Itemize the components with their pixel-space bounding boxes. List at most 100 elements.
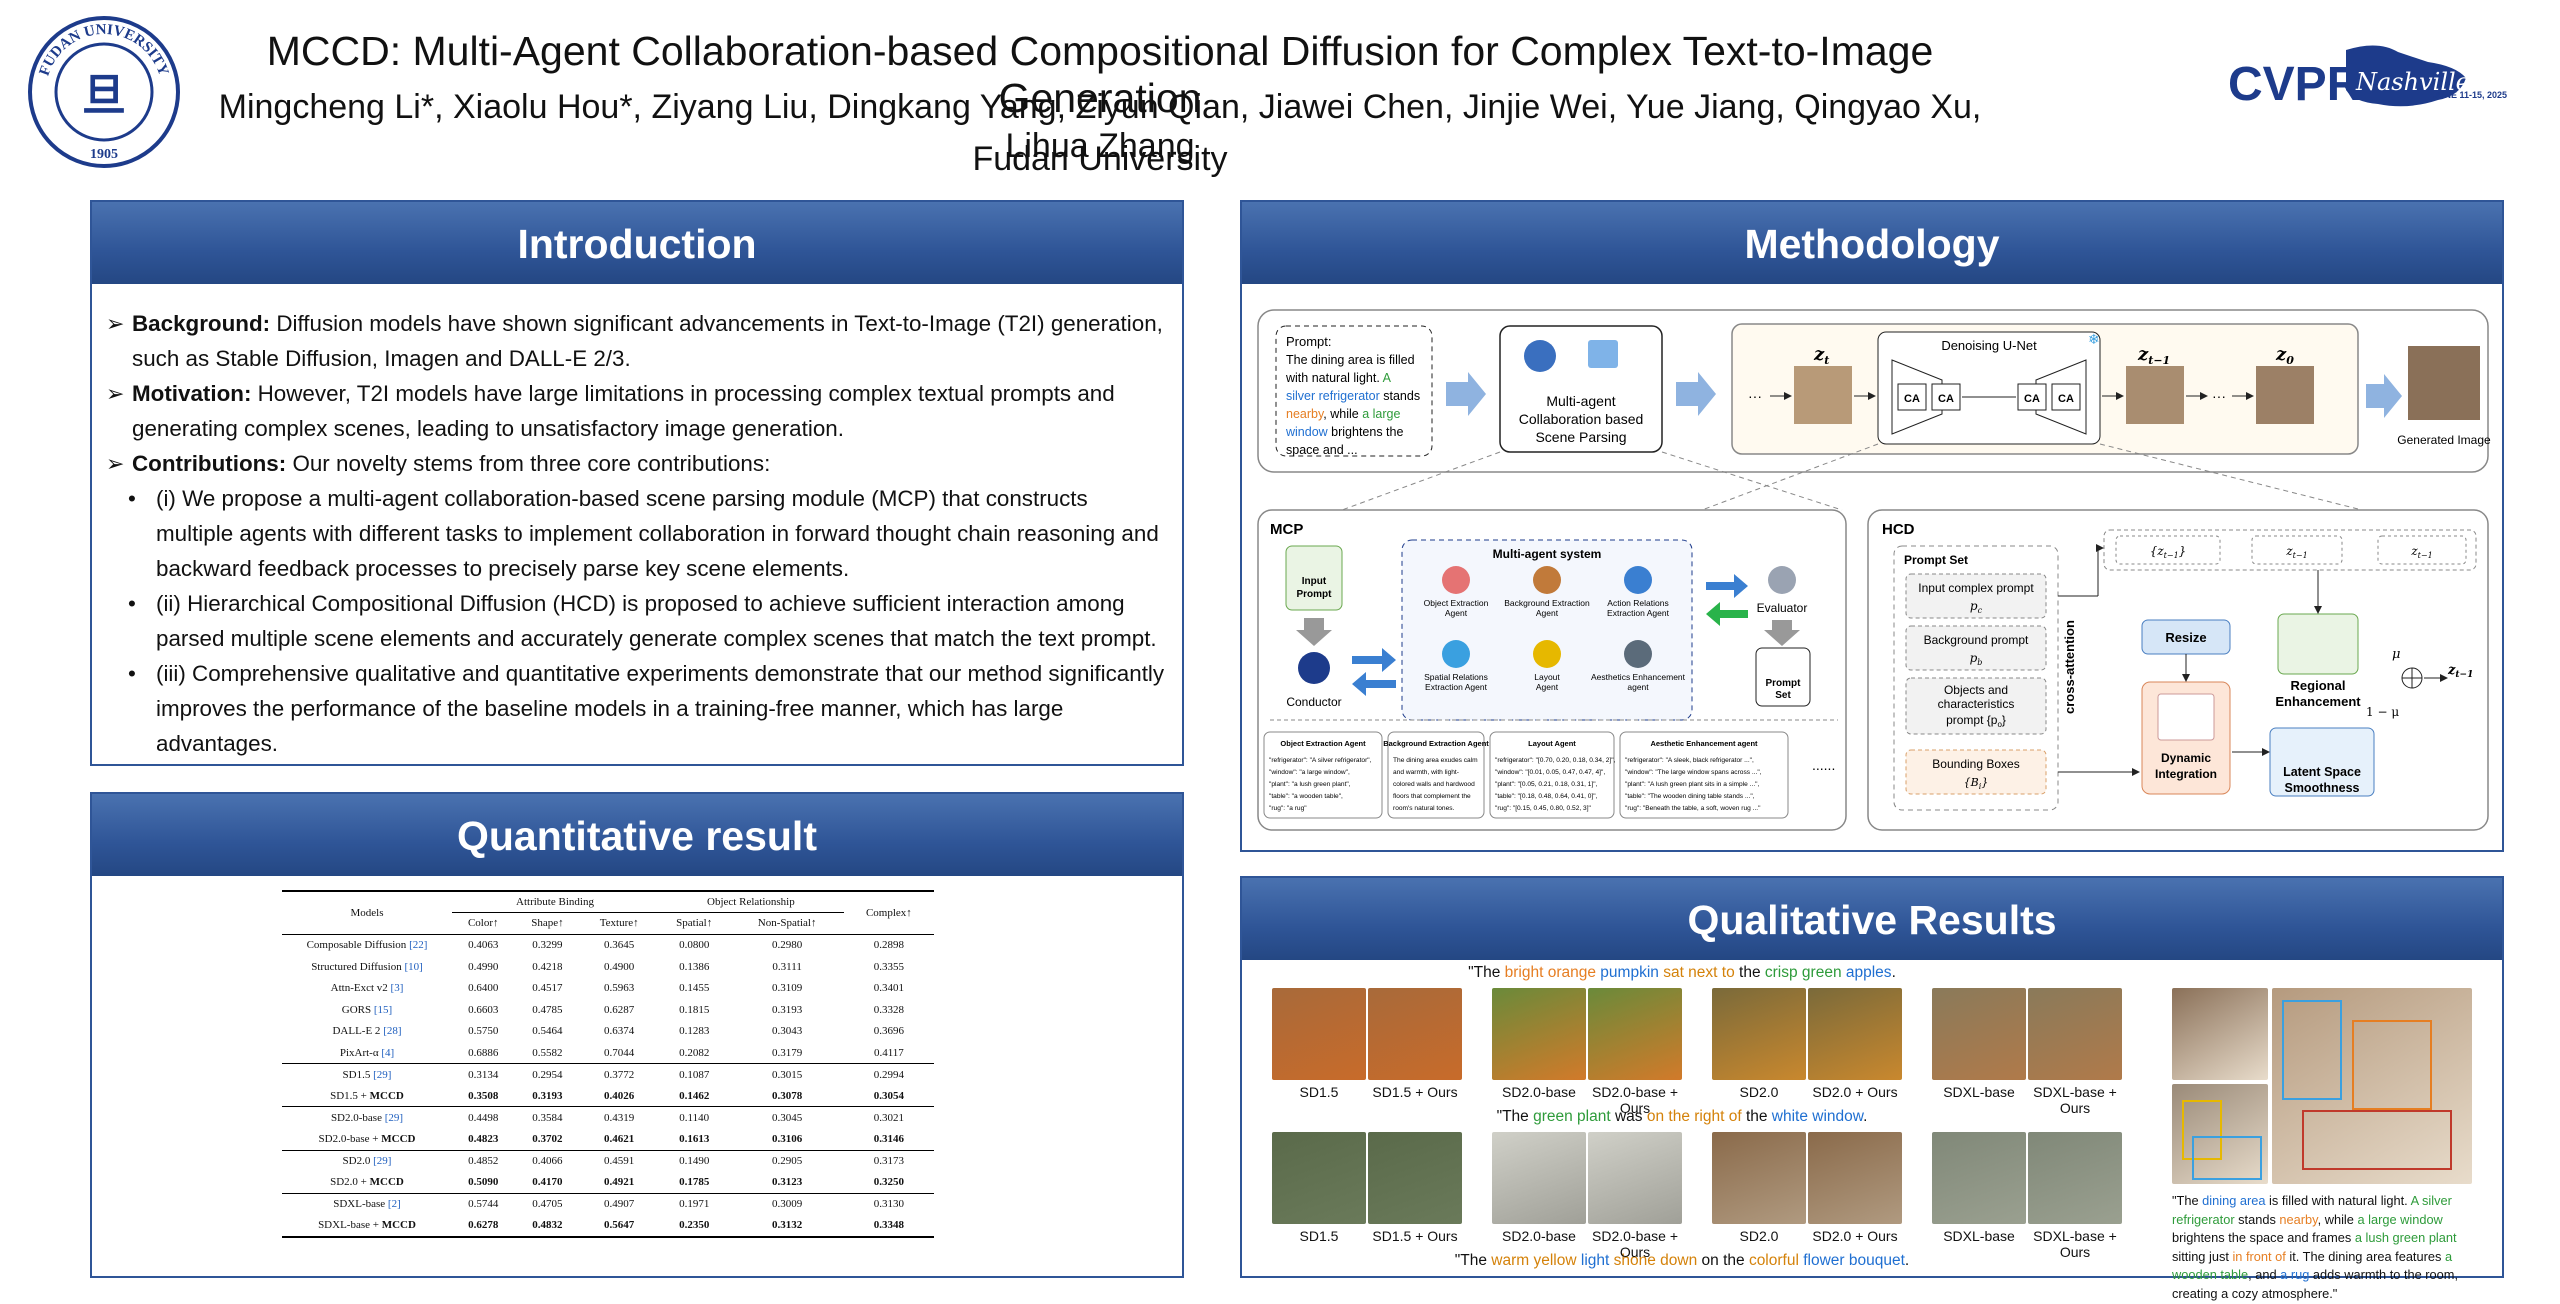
svg-text:Prompt: Prompt — [1766, 678, 1802, 689]
object-relationship-header: Object Relationship — [657, 890, 844, 914]
score-cell: 0.2082 — [679, 1046, 710, 1059]
score-cell: 0.3772 — [580, 1063, 658, 1086]
svg-text:Latent Space: Latent Space — [2283, 765, 2361, 779]
right-arrow-icon — [1706, 574, 1748, 598]
score-cell: 0.6287 — [604, 1003, 635, 1016]
arrow-bullet-icon: ➢ — [106, 381, 125, 406]
score-cell: 0.4823 — [468, 1133, 499, 1146]
score-cell: 0.6400 — [468, 982, 499, 995]
robot-agent-icon — [1533, 566, 1561, 594]
hcd-label: HCD — [1882, 521, 1915, 538]
svg-text:prompt {po}: prompt {po} — [1946, 713, 2006, 729]
agent-output-line: "rug": "[0.15, 0.45, 0.80, 0.52, 3]" — [1495, 805, 1592, 812]
cross-attention-block — [2017, 383, 2047, 411]
agent-output-line: The dining area exudes calm — [1393, 757, 1478, 764]
score-cell: 0.4621 — [604, 1133, 635, 1146]
column-header: Color↑ — [467, 917, 499, 930]
score-cell: 0.3250 — [873, 1176, 905, 1189]
mas-label: Multi-agent system — [1493, 547, 1602, 561]
down-arrow-icon — [1296, 618, 1332, 646]
column-header: Texture↑ — [599, 917, 639, 930]
column-header: Non-Spatial↑ — [757, 917, 817, 930]
svg-text:Regional: Regional — [2291, 678, 2346, 693]
evaluator-label: Evaluator — [1757, 601, 1808, 615]
score-cell: 0.1815 — [679, 1003, 710, 1016]
column-header: Spatial↑ — [676, 917, 713, 930]
svg-text:Background prompt: Background prompt — [1924, 633, 2029, 647]
score-cell: 0.4170 — [532, 1176, 563, 1189]
score-cell: 0.4218 — [532, 960, 563, 973]
model-name-cell: SD2.0 [29] — [282, 1149, 452, 1172]
intro-contributions: ➢ Contributions: Our novelty stems from … — [100, 446, 1170, 481]
svg-text:Input: Input — [1302, 576, 1327, 587]
bullet-dot-icon: • — [128, 591, 136, 616]
score-cell: 0.3179 — [771, 1046, 803, 1059]
prompt-plant-window: "The green plant was on the right of the… — [1496, 1108, 1868, 1125]
score-cell: 0.0800 — [657, 933, 731, 956]
agent-output-line: "plant": "a lush green plant", — [1269, 781, 1351, 788]
score-cell: 0.4591 — [580, 1149, 658, 1172]
svg-text:characteristics: characteristics — [1938, 697, 2015, 711]
svg-text:Enhancement: Enhancement — [2275, 694, 2361, 709]
score-cell: 0.4063 — [452, 933, 515, 956]
models-header: Models — [282, 889, 452, 935]
regional-enhancement-icon — [2277, 613, 2359, 675]
svg-text:1905: 1905 — [90, 147, 118, 162]
conductor-icon — [1298, 652, 1330, 684]
score-cell: 0.4319 — [580, 1106, 658, 1129]
svg-text:Bounding Boxes: Bounding Boxes — [1932, 757, 2019, 771]
quantitative-panel: Quantitative result Models Attribute Bin… — [90, 792, 1184, 1278]
score-cell: 0.5963 — [604, 982, 635, 995]
robot-agent-icon — [1533, 640, 1561, 668]
one-minus-mu-label: 1 − μ — [2366, 705, 2399, 719]
model-name-cell: SD2.0-base + MCCD — [318, 1133, 416, 1146]
score-cell: 0.3054 — [873, 1089, 905, 1102]
score-cell: 0.1386 — [679, 960, 710, 973]
score-cell: 0.3193 — [771, 1003, 803, 1016]
score-cell: 0.2980 — [730, 933, 844, 956]
contributions-label: Contributions: — [132, 451, 287, 476]
svg-text:Collaboration based: Collaboration based — [1519, 411, 1644, 427]
mu-label: μ — [2392, 647, 2400, 662]
agent-output-box — [1619, 731, 1789, 819]
agent-output-line: "refrigerator": "A silver refrigerator", — [1269, 757, 1372, 764]
svg-text:Input complex prompt: Input complex prompt — [1918, 581, 2034, 595]
score-cell: 0.3106 — [771, 1133, 803, 1146]
agent-output-line: "plant": "[0.05, 0.21, 0.18, 0.31, 1]", — [1495, 781, 1598, 788]
score-cell: 0.1613 — [679, 1133, 710, 1146]
score-cell: 0.3021 — [843, 1106, 934, 1129]
model-name-cell: SD2.0-base [29] — [282, 1106, 452, 1129]
fudan-university-logo: FUDAN UNIVERSITY 1905 旦 — [28, 16, 180, 168]
score-cell: 0.3348 — [843, 1214, 934, 1238]
cvpr-nashville-logo: CVPR Nashville JUNE 11-15, 2025 — [2228, 45, 2507, 111]
svg-text:Multi-agent: Multi-agent — [1546, 393, 1615, 409]
sample-caption: SD2.0 — [1739, 1228, 1779, 1244]
svg-text:旦: 旦 — [82, 70, 126, 121]
sample-caption: SDXL-base + Ours — [2033, 1084, 2117, 1116]
sample-caption: SD2.0 + Ours — [1812, 1084, 1898, 1100]
cross-attention-block — [1897, 383, 1927, 411]
score-cell: 0.2905 — [730, 1149, 844, 1172]
prompt-text-6: space and ... — [1286, 443, 1358, 457]
generated-sample-image — [1808, 988, 1902, 1080]
right-arrow-icon — [1352, 648, 1396, 672]
agent-output-line: floors that complement the — [1393, 793, 1471, 800]
generated-image — [2408, 346, 2480, 420]
results-table: Models Attribute Binding Object Relation… — [282, 889, 934, 1238]
methodology-heading: Methodology — [1242, 202, 2502, 284]
score-cell: 0.2954 — [514, 1063, 581, 1086]
score-cell: 0.4498 — [452, 1106, 515, 1129]
score-cell: 0.3109 — [771, 982, 803, 995]
score-cell: 0.2350 — [657, 1214, 731, 1238]
score-cell: 0.1490 — [657, 1149, 731, 1172]
agent-output-line: "refrigerator": "[0.70, 0.20, 0.18, 0.34… — [1495, 757, 1616, 764]
cross-attention-block — [1931, 383, 1961, 411]
layout-caption: "The dining area is filled with natural … — [2172, 1193, 2458, 1301]
unet-label: Denoising U-Net — [1941, 338, 2037, 353]
svg-text:CA: CA — [1938, 393, 1954, 405]
svg-text:Prompt: Prompt — [1297, 589, 1333, 600]
score-cell: 0.3111 — [772, 960, 802, 973]
generated-sample-image — [1368, 1132, 1462, 1224]
frozen-snowflake-icon: ❄ — [2088, 331, 2100, 347]
